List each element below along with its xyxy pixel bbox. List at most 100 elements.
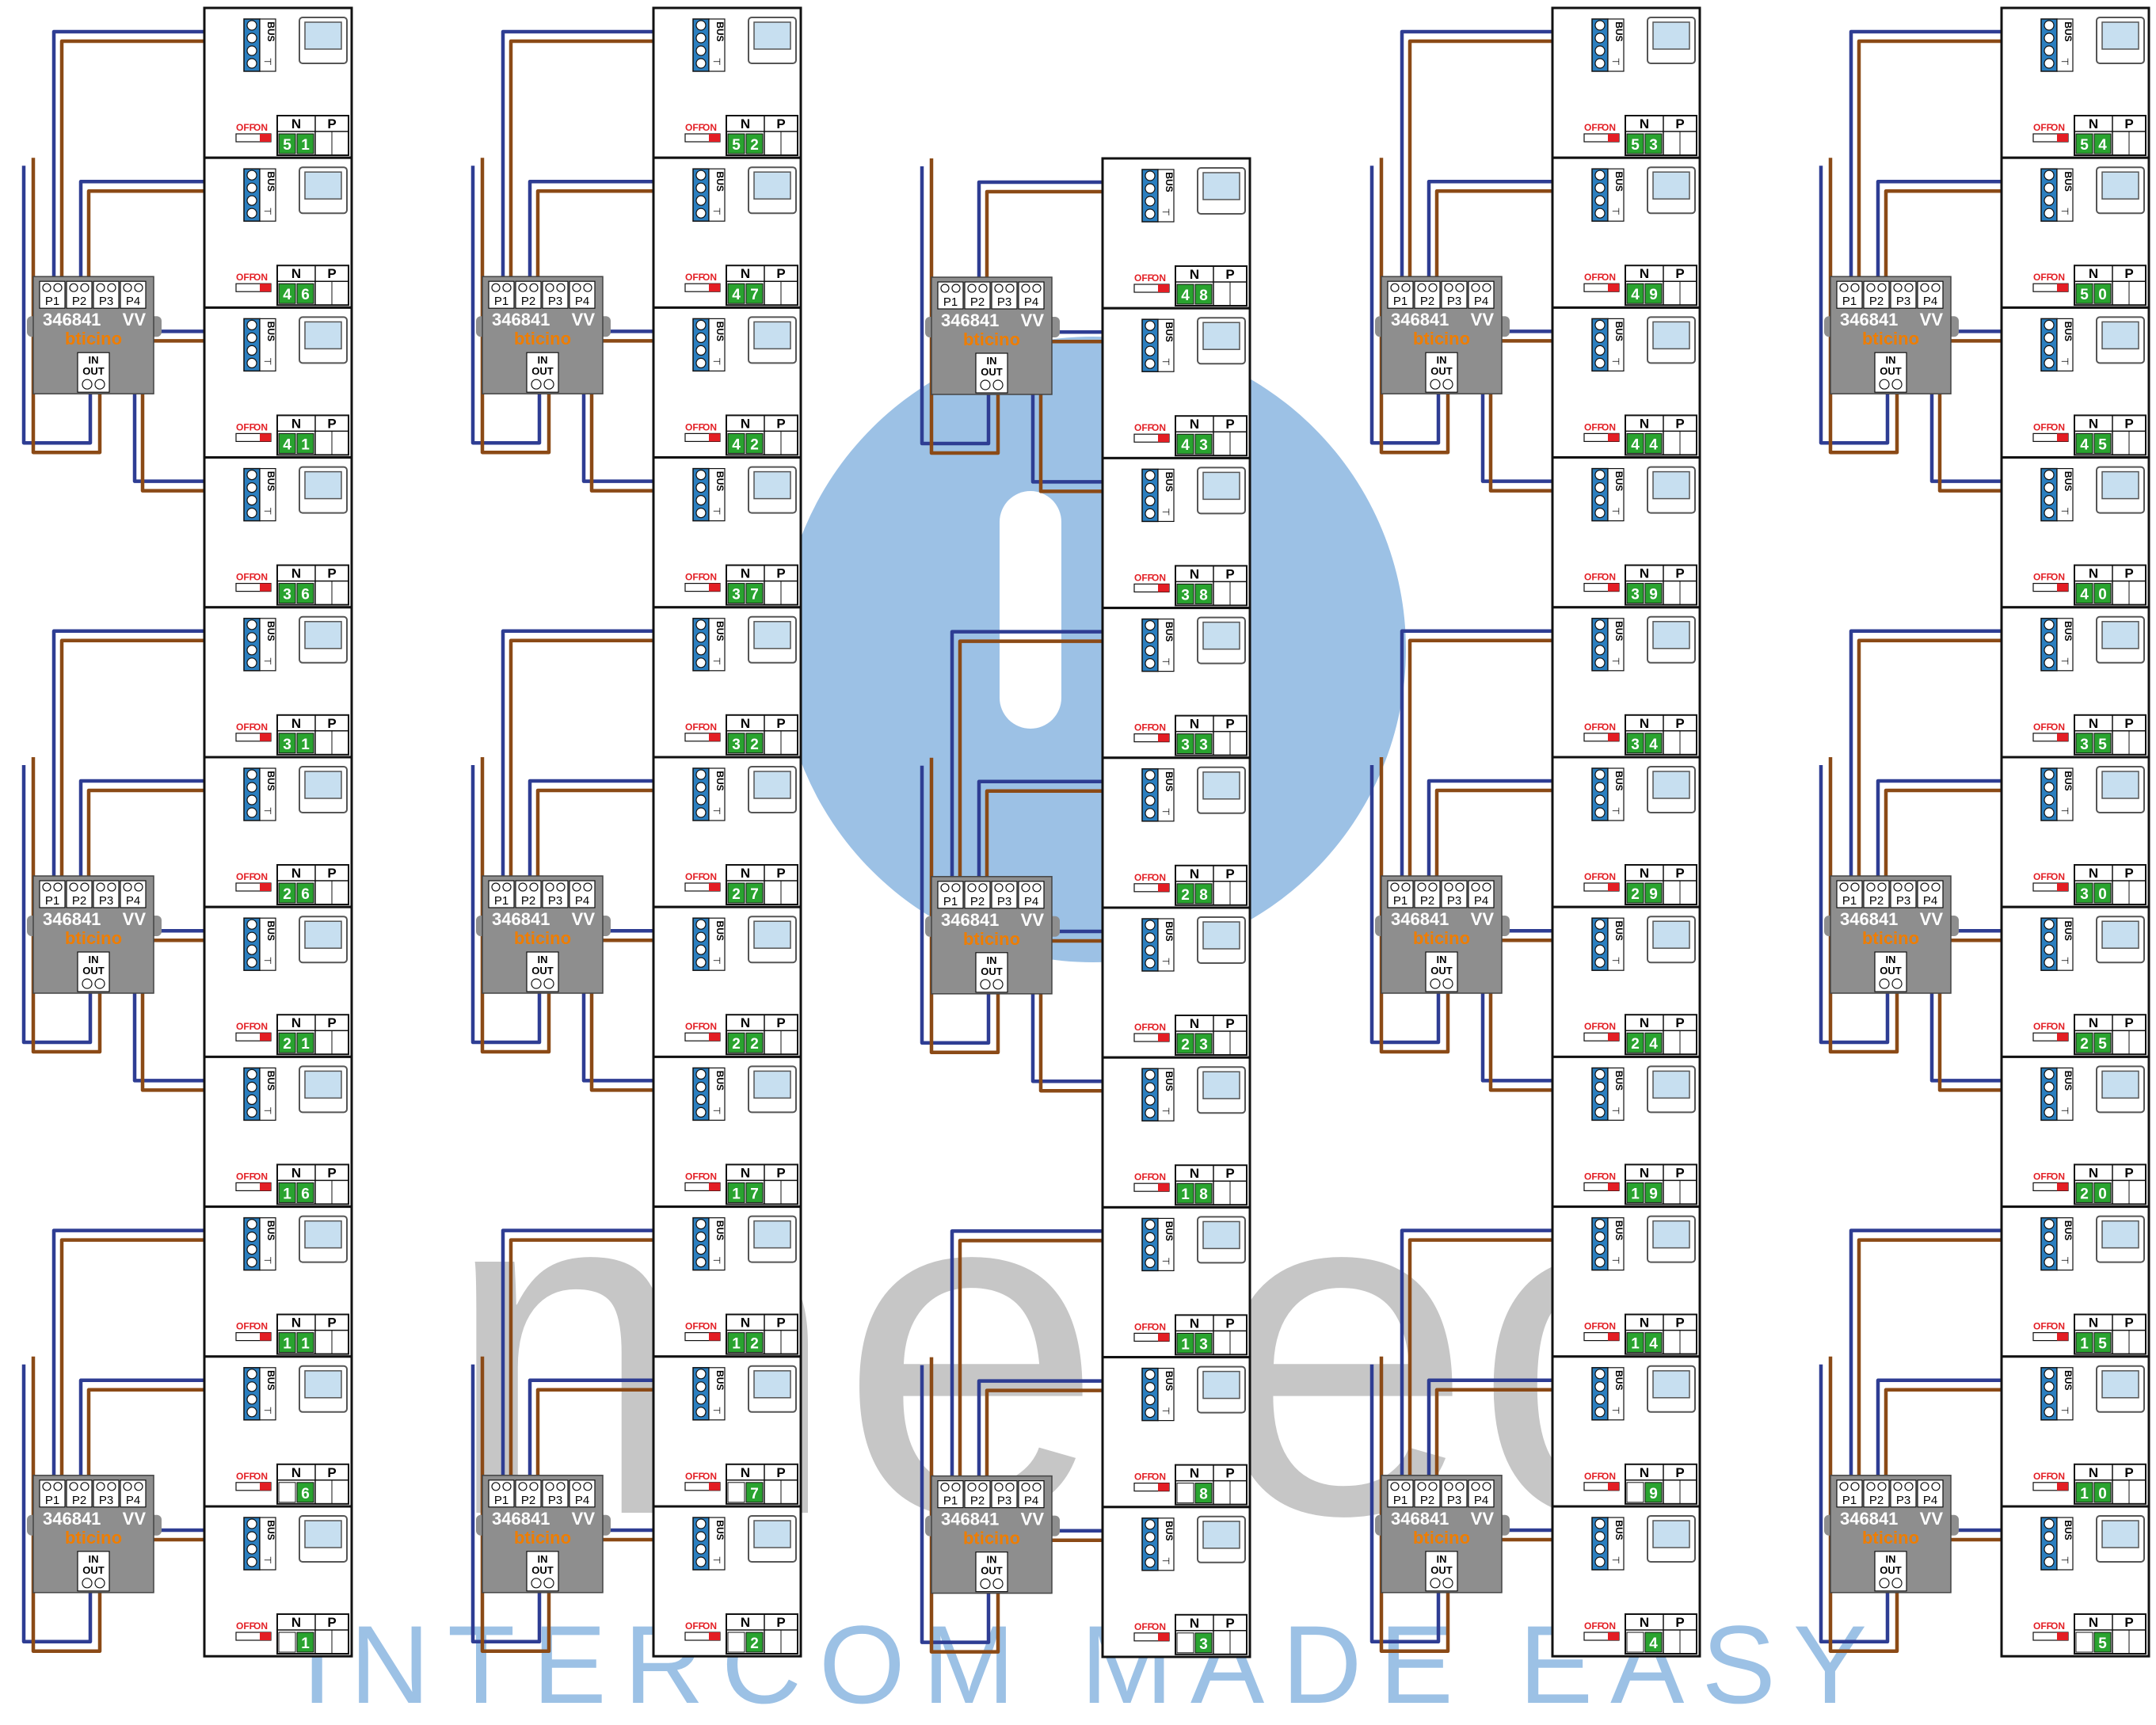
address-digit: 3 — [1199, 1636, 1208, 1653]
n-header: N — [1640, 1316, 1649, 1331]
address-digit-cell — [1644, 1182, 1663, 1203]
terminal-screw-icon — [1442, 978, 1453, 989]
terminal-screw-icon — [1594, 807, 1606, 818]
on-label: ON — [253, 1171, 268, 1182]
terminal-screw-icon — [695, 1531, 707, 1542]
address-digit-cell — [1644, 133, 1663, 154]
in-label: IN — [89, 954, 99, 965]
terminal-screw-icon — [518, 283, 528, 292]
bus-terminal-block: BUS⊣ — [1591, 1067, 1625, 1121]
terminal-screw-icon — [2044, 345, 2055, 356]
bus-wire-brown — [535, 188, 693, 277]
terminal-screw-icon — [1145, 358, 1156, 369]
bus-label: BUS — [714, 921, 726, 941]
bus-terminal-block: BUS⊣ — [243, 1217, 276, 1271]
riser-wire-blue — [1369, 1364, 1441, 1644]
port-label: P1 — [45, 894, 59, 908]
monitor-screen — [1202, 921, 1240, 950]
terminal-screw-icon — [695, 208, 707, 219]
n-header: N — [741, 1015, 750, 1030]
p-header: P — [327, 116, 336, 131]
terminal-screw-icon — [1145, 1369, 1156, 1380]
on-label: ON — [2051, 871, 2065, 882]
address-digit: 0 — [2098, 587, 2107, 604]
riser-wire-blue — [470, 1364, 542, 1644]
terminal-screw-icon — [246, 345, 257, 356]
address-digit: 1 — [2080, 1486, 2089, 1502]
off-label: OFF — [2033, 122, 2052, 133]
on-label: ON — [253, 1021, 268, 1032]
terminal-screw-icon — [1594, 1068, 1606, 1080]
address-digit: 2 — [750, 1636, 759, 1652]
bus-wire-blue — [1427, 779, 1592, 876]
address-digit: 4 — [1181, 437, 1190, 454]
p-header: P — [2124, 866, 2133, 881]
on-label: ON — [1602, 1021, 1616, 1032]
terminal-screw-icon — [246, 482, 257, 493]
address-digit-cell — [2093, 1482, 2112, 1503]
jumper-icon: ⊣ — [1162, 657, 1170, 668]
p-header: P — [776, 716, 785, 731]
dip-switch-knob-icon — [260, 583, 271, 592]
terminal-screw-icon — [1145, 1544, 1156, 1556]
monitor-screen — [2101, 920, 2139, 949]
monitor-screen — [753, 21, 791, 50]
terminal-screw-icon — [1904, 882, 1914, 892]
terminal-screw-icon — [695, 1394, 707, 1405]
n-header: N — [1640, 866, 1649, 881]
terminal-screw-icon — [695, 619, 707, 630]
bus-wire-blue — [1400, 629, 1592, 876]
terminal-screw-icon — [1594, 1381, 1606, 1392]
bus-label: BUS — [714, 21, 726, 41]
terminal-screw-icon — [695, 1381, 707, 1392]
module-code: 346841 — [1391, 909, 1449, 929]
jumper-icon: ⊣ — [1612, 56, 1620, 67]
address-digit-cell — [2093, 133, 2112, 154]
bus-label: BUS — [2063, 621, 2074, 641]
port-label: P4 — [575, 295, 589, 308]
p-header: P — [1675, 716, 1684, 731]
on-label: ON — [1602, 122, 1616, 133]
address-digit: 2 — [1631, 1036, 1640, 1053]
n-header: N — [741, 1316, 750, 1331]
terminal-label-panel — [708, 767, 726, 821]
jumper-icon: ⊣ — [713, 1105, 721, 1116]
off-label: OFF — [236, 1471, 255, 1482]
terminal-screw-icon — [695, 931, 707, 942]
terminal-screw-icon — [1879, 1578, 1890, 1589]
terminal-screw-icon — [1145, 795, 1156, 806]
terminal-screw-icon — [695, 482, 707, 493]
terminal-screw-icon — [246, 769, 257, 780]
bus-label: BUS — [1164, 771, 1175, 791]
terminal-screw-icon — [246, 1394, 257, 1405]
address-digit-cell — [745, 1632, 764, 1653]
jumper-icon: ⊣ — [1162, 1106, 1170, 1117]
terminal-screw-icon — [246, 1544, 257, 1555]
terminal-screw-icon — [695, 182, 707, 193]
p-header: P — [776, 1165, 785, 1180]
terminal-screw-icon — [1145, 170, 1156, 181]
bus-label: BUS — [265, 1220, 276, 1240]
on-label: ON — [1152, 722, 1166, 733]
terminal-screw-icon — [80, 882, 90, 892]
monitor-icon — [1197, 466, 1246, 515]
address-digit-cell — [1626, 583, 1644, 604]
dip-switch-knob-icon — [1608, 433, 1619, 442]
terminal-screw-icon — [2044, 20, 2055, 31]
port-label: P3 — [99, 1494, 113, 1507]
terminal-label-panel — [2056, 168, 2074, 222]
bus-wire-blue — [78, 179, 244, 277]
address-digit-cell — [278, 432, 296, 454]
address-digit: 1 — [732, 1186, 741, 1202]
jumper-icon: ⊣ — [264, 805, 272, 817]
on-label: ON — [253, 1620, 268, 1632]
